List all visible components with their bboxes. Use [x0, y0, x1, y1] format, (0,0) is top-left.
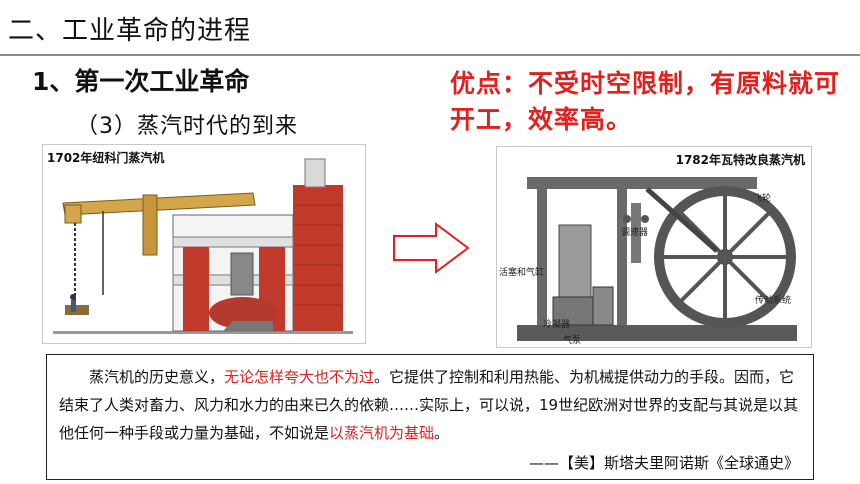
newcomen-engine-image: 1702年纽科门蒸汽机: [42, 144, 366, 344]
part-label-flywheel: 飞轮: [753, 194, 772, 204]
part-label-pump: 气泵: [563, 336, 582, 346]
watt-engine-label: 1782年瓦特改良蒸汽机: [675, 153, 805, 167]
section-title: 1、第一次工业革命: [32, 67, 250, 96]
subsection-title: （3）蒸汽时代的到来: [76, 114, 298, 139]
newcomen-engine-label: 1702年纽科门蒸汽机: [47, 151, 165, 165]
part-label-transmission: 传动系统: [755, 296, 792, 306]
part-label-piston: 活塞和气缸: [499, 268, 545, 278]
newcomen-engine-illustration: [53, 158, 353, 334]
quote-box: 蒸汽机的历史意义，无论怎样夸大也不为过。它提供了控制和利用热能、为机械提供动力的…: [46, 354, 814, 480]
quote-text-2: 。它提供了控制和利用热能、为机械提供动力的手段。因而，它结束了人类对畜力、风力和…: [59, 368, 799, 442]
watt-engine-image: 1782年瓦特改良蒸汽机 飞轮 调速器 活塞和气缸 传动系统 冷凝器 气泵: [496, 146, 812, 348]
quote-text-3: 。: [434, 424, 450, 442]
quote-text-1: 蒸汽机的历史意义，: [89, 368, 225, 386]
arrow-right-icon: [393, 222, 470, 274]
part-label-governor: 调速器: [621, 228, 649, 238]
quote-highlight-2: 以蒸汽机为基础: [329, 424, 435, 442]
quote-source: ——【美】斯塔夫里阿诺斯《全球通史》: [528, 454, 799, 472]
quote-highlight-1: 无论怎样夸大也不为过: [224, 368, 375, 386]
header-divider: [0, 54, 860, 56]
page-header-title: 二、工业革命的进程: [8, 16, 252, 46]
watt-engine-illustration: [517, 177, 797, 341]
advantage-text: 优点：不受时空限制，有原料就可开工，效率高。: [450, 69, 841, 134]
part-label-condenser: 冷凝器: [543, 320, 571, 330]
quote-paragraph: 蒸汽机的历史意义，无论怎样夸大也不为过。它提供了控制和利用热能、为机械提供动力的…: [59, 363, 801, 447]
